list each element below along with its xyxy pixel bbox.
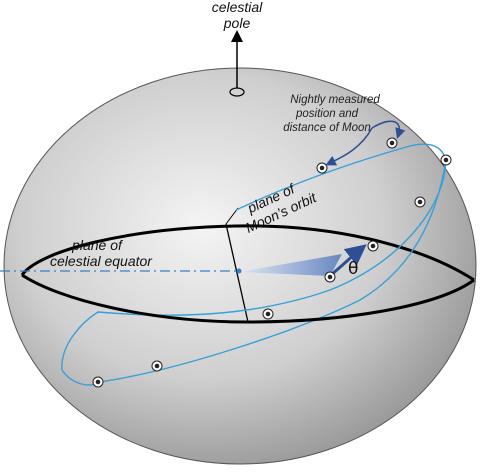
equator-label-line2: celestial equator xyxy=(50,253,153,269)
callout-arrow-right xyxy=(371,120,406,139)
equator-ring-back xyxy=(20,224,475,282)
moon-position-marker xyxy=(316,162,328,174)
sphere-center-point xyxy=(236,268,242,274)
moon-position-marker xyxy=(151,360,163,372)
moon-positions xyxy=(92,137,452,388)
pole-marker xyxy=(229,87,245,97)
measure-label-line1: Nightly measured xyxy=(290,94,380,106)
celestial-sphere xyxy=(3,67,477,465)
equator-ring-front xyxy=(21,273,475,324)
moon-position-marker xyxy=(386,137,398,149)
equator-label-line1: plane of xyxy=(71,237,124,253)
moon-position-marker xyxy=(92,376,104,388)
moon-position-marker xyxy=(262,308,274,320)
moon-position-marker xyxy=(440,154,452,166)
moon-position-marker xyxy=(414,196,426,208)
callout-arrow-left xyxy=(325,127,373,166)
theta-angle-arrow xyxy=(331,244,367,276)
angle-wedge xyxy=(239,254,342,276)
theta-label: θ xyxy=(348,259,358,279)
orbit-plane-edge-top xyxy=(225,207,239,225)
pole-label-line1: celestial xyxy=(212,0,263,15)
orbit-plane-edge xyxy=(225,223,249,323)
moon-position-marker xyxy=(324,271,336,283)
measure-label-line3: distance of Moon xyxy=(283,122,371,134)
moon-position-marker xyxy=(367,240,379,252)
pole-label-line2: pole xyxy=(223,15,251,31)
measure-label-line2: position and xyxy=(295,108,359,120)
